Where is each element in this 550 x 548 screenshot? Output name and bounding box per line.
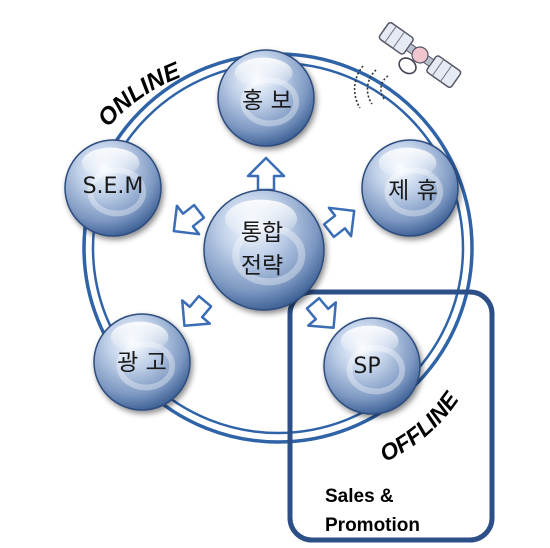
offline-box	[287, 289, 495, 543]
arrow-lower-left-icon	[180, 294, 213, 328]
sphere-right	[361, 139, 459, 237]
sphere-bottom-right	[323, 317, 421, 415]
node-label-left: S.E.M	[83, 174, 144, 199]
sphere-center	[203, 189, 325, 311]
arrow-lower-right-icon	[305, 296, 338, 330]
arrow-upper-left-icon	[172, 203, 206, 236]
node-label-right: 제 휴	[388, 178, 438, 204]
sphere-top	[217, 49, 315, 147]
sphere-left	[64, 139, 162, 237]
center-label-line1: 통합	[241, 220, 283, 246]
sales-promotion-line2: Promotion	[325, 515, 420, 536]
center-label-line2: 전략	[241, 253, 283, 279]
signal-waves-icon	[353, 65, 389, 109]
node-label-top: 홍 보	[242, 88, 292, 114]
sphere-bottom-left	[93, 313, 191, 411]
sales-promotion-line1: Sales &	[325, 486, 394, 507]
arrow-up-icon	[246, 156, 286, 192]
node-label-bottom-right: SP	[353, 354, 380, 379]
arrow-upper-right-icon	[322, 206, 356, 239]
direction-arrows	[172, 156, 356, 330]
sales-promotion-label: Sales & Promotion	[325, 482, 455, 540]
satellite-icon	[378, 21, 462, 89]
node-label-bottom-left: 광 고	[117, 350, 167, 376]
